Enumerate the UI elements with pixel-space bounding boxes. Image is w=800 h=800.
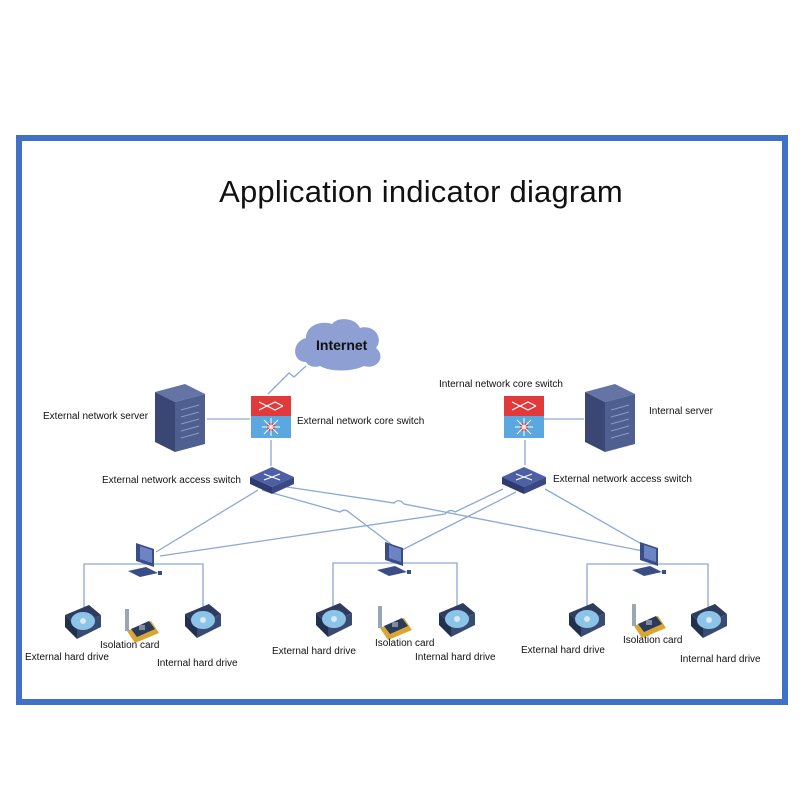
isolation-card-icon [378,606,412,640]
left-access-switch-label: External network access switch [102,475,241,486]
internet-label: Internet [316,337,368,353]
link-left-access-pc3 [286,486,649,553]
external-server-label: External network server [43,411,149,422]
terminal-3-isolation-card-label: Isolation card [623,635,683,646]
terminal-3-internal-drive-label: Internal hard drive [680,654,761,665]
external-hard-drive-icon [569,603,605,637]
link-left-access-pc1 [155,489,259,553]
left-access-switch-icon [250,467,294,494]
internal-hard-drive-icon [691,604,727,638]
computer-icon [632,542,666,576]
internal-core-switch-icon [504,396,544,438]
computer-icon [377,542,411,576]
external-hard-drive-icon [316,603,352,637]
right-access-switch-icon [502,467,546,494]
right-access-switch-label: External network access switch [553,474,692,485]
internal-server-icon [585,384,635,452]
terminal-2 [316,542,475,640]
terminal-1-bracket [83,563,204,618]
link-right-access-pc2 [399,491,517,552]
terminal-1-isolation-card-label: Isolation card [100,640,160,651]
isolation-card-icon [632,604,666,638]
terminal-1 [65,543,221,643]
terminal-3 [569,542,727,638]
terminal-1-external-drive-label: External hard drive [25,652,109,663]
external-server-icon [155,384,205,452]
link-left-access-pc2 [261,489,397,549]
terminal-3-external-drive-label: External hard drive [521,645,605,656]
diagram-title: Application indicator diagram [219,174,623,209]
internal-server-label: Internal server [649,406,713,417]
terminal-2-isolation-card-label: Isolation card [375,638,435,649]
terminal-1-internal-drive-label: Internal hard drive [157,658,238,669]
internal-hard-drive-icon [185,604,221,638]
external-core-switch-icon [251,396,291,438]
internet-cloud-icon [295,319,381,371]
link-right-access-pc3 [544,488,653,551]
diagram-frame [16,135,788,705]
terminal-2-external-drive-label: External hard drive [272,646,356,657]
external-hard-drive-icon [65,605,101,639]
network-links [83,365,709,618]
internal-core-switch-label: Internal network core switch [439,379,563,390]
external-core-switch-label: External network core switch [297,416,425,427]
terminal-2-internal-drive-label: Internal hard drive [415,652,496,663]
computer-icon [128,543,162,577]
terminal-3-bracket [586,563,709,610]
isolation-card-icon [125,609,159,643]
internet-link [267,365,307,395]
internal-hard-drive-icon [439,603,475,637]
link-right-access-pc1 [159,488,504,557]
